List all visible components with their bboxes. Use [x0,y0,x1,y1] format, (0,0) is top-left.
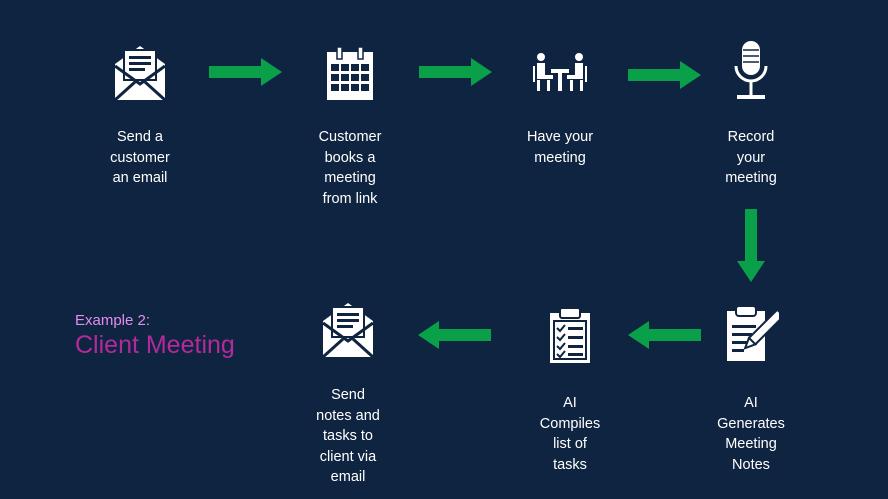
step-label: Have your meeting [526,129,594,166]
step-label: Send a customer an email [110,129,170,186]
step-label: Customer books a meeting from link [318,129,382,207]
step-ai-compiles-tasks: AI Compiles list of tasks [520,305,620,485]
microphone-icon [734,41,768,99]
calendar-icon [327,46,373,100]
notepad-pencil-icon [727,305,779,361]
envelope-icon [321,303,375,359]
step-send-email: Send a customer an email [90,40,190,200]
meeting-people-icon [533,53,587,91]
arrow-right-icon [628,61,701,89]
step-label: Record your meeting [725,129,777,186]
checklist-clipboard-icon [550,308,590,363]
step-label: AI Generates Meeting Notes [717,395,785,473]
step-have-meeting: Have your meeting [510,40,610,180]
arrow-left-icon [628,321,701,349]
arrow-right-icon [419,58,492,86]
example-label: Example 2: [75,312,151,329]
step-label: Send notes and tasks to client via email [316,387,380,485]
step-send-notes: Send notes and tasks to client via email [298,297,398,492]
arrow-left-icon [418,321,491,349]
example-title: Client Meeting [75,331,235,359]
step-label: AI Compiles list of tasks [539,395,601,473]
arrow-down-icon [737,209,765,282]
step-ai-generates-notes: AI Generates Meeting Notes [701,305,801,485]
arrow-right-icon [209,58,282,86]
envelope-icon [113,46,167,102]
step-record-meeting: Record your meeting [701,40,801,190]
step-customer-books: Customer books a meeting from link [300,40,400,210]
